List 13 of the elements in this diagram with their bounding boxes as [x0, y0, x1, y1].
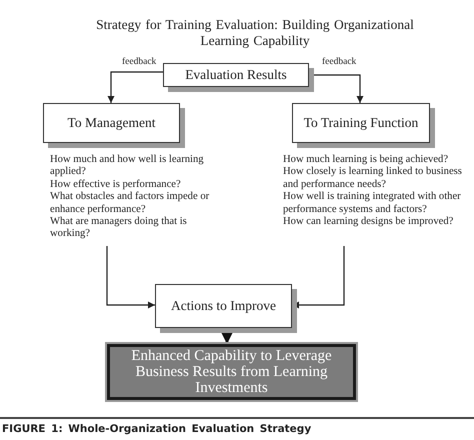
diagram-title: Strategy for Training Evaluation: Building Organizational Learning Capability [95, 17, 415, 49]
figure-caption: FIGURE 1: Whole-Organization Evaluation Strategy [2, 423, 312, 435]
outcome-box: Enhanced Capability to Leverage Business Results from Learning Investments [107, 344, 356, 400]
question-text: How effective is performance? [50, 178, 182, 192]
question-text: How much learning is being achieved? [283, 154, 450, 166]
question-text: How much and how well is learning applied? [50, 154, 205, 179]
arrow [107, 71, 163, 103]
question-text: What are managers doing that is working? [50, 216, 188, 241]
question-text: How can learning designs be improved? [283, 216, 454, 228]
question-text: How closely is learning linked to business and performance needs? [283, 166, 463, 192]
arrow [106, 246, 155, 309]
question-text: How well is training integrated with other performance systems and factors? [283, 191, 462, 216]
question-text: What obstacles and factors impede or enhance performance? [50, 191, 210, 216]
